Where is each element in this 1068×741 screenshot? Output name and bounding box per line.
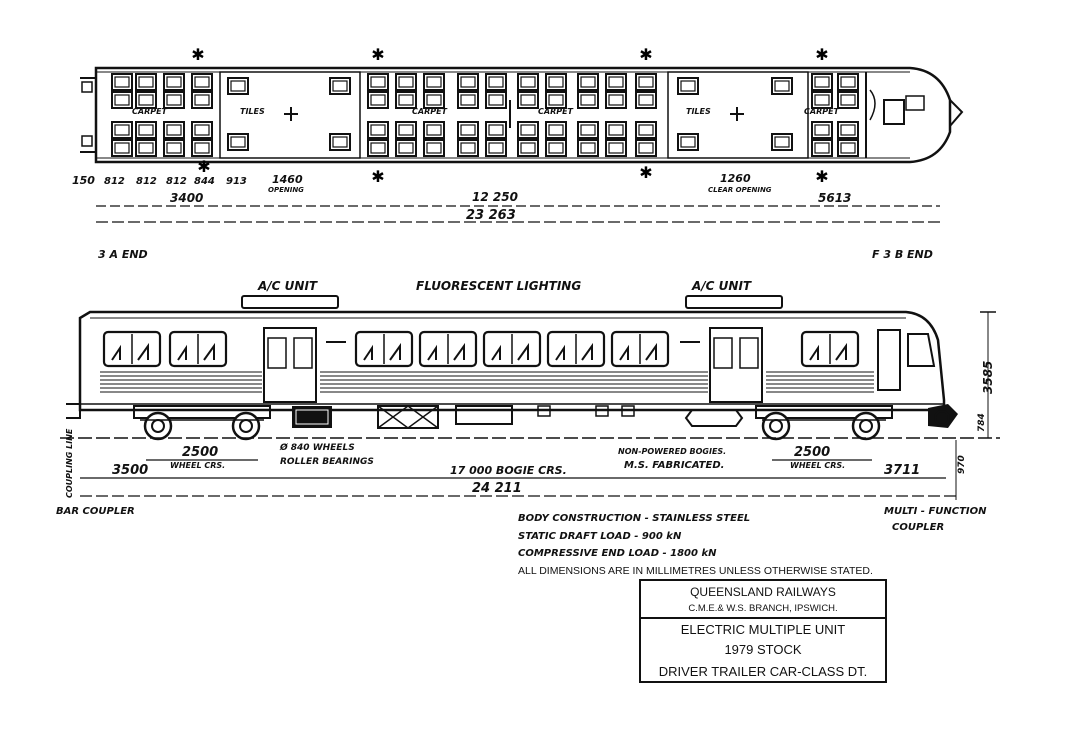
seats-top-row <box>111 73 859 109</box>
ms-fabricated-label: M.S. FABRICATED. <box>624 460 724 471</box>
bar-coupler-label: BAR COUPLER <box>56 506 135 517</box>
ac-unit-left <box>241 295 339 309</box>
note-static-draft: STATIC DRAFT LOAD - 900 kN <box>518 531 682 542</box>
dim-844: 844 <box>194 176 215 187</box>
height-784: 784 <box>977 413 987 432</box>
bogie-left <box>133 405 271 441</box>
dim-812c: 812 <box>166 176 187 187</box>
cab-windscreen <box>907 333 936 367</box>
dim-12250: 12 250 <box>472 190 518 204</box>
bar-coupler-drawing <box>66 403 81 419</box>
seats-bottom-row <box>111 121 859 157</box>
svg-text:✱: ✱ <box>191 45 204 64</box>
height-3585: 3585 <box>981 361 995 394</box>
svg-text:✱: ✱ <box>371 167 384 186</box>
dim-5613: 5613 <box>818 191 851 205</box>
dim-812a: 812 <box>104 176 125 187</box>
label-carpet-3: CARPET <box>538 107 574 116</box>
door-right <box>709 327 763 403</box>
dim-1460: 1460 <box>272 173 303 186</box>
note-body-construction: BODY CONSTRUCTION - STAINLESS STEEL <box>518 513 750 524</box>
svg-text:✱: ✱ <box>371 45 384 64</box>
side-elevation: A/C UNIT FLUORESCENT LIGHTING A/C UNIT <box>60 279 1000 441</box>
dim-3400: 3400 <box>170 191 203 205</box>
label-carpet-4: CARPET <box>804 107 840 116</box>
door-left <box>263 327 317 403</box>
title-line-2: 1979 STOCK <box>724 642 801 657</box>
end-label-3a: 3 A END <box>98 248 148 261</box>
wheels-840-label: Ø 840 WHEELS <box>279 442 355 453</box>
svg-text:✱: ✱ <box>639 45 652 64</box>
ac-unit-left-label: A/C UNIT <box>257 279 318 293</box>
multi-function-label: MULTI - FUNCTION <box>884 506 987 517</box>
height-970: 970 <box>957 455 967 474</box>
dim-24211: 24 211 <box>472 481 522 496</box>
wheel-base-right: 2500 <box>794 445 830 460</box>
label-tiles-1: TILES <box>240 107 265 116</box>
construction-notes: BODY CONSTRUCTION - STAINLESS STEEL STAT… <box>518 513 873 577</box>
title-line-1: ELECTRIC MULTIPLE UNIT <box>681 622 846 637</box>
non-powered-bogies-label: NON-POWERED BOGIES. <box>618 447 726 456</box>
underframe-tank <box>684 409 744 427</box>
bogie-right <box>755 405 893 441</box>
label-carpet-2: CARPET <box>412 107 448 116</box>
svg-text:✱: ✱ <box>815 167 828 186</box>
svg-text:✱: ✱ <box>639 163 652 182</box>
title-branch: C.M.E.& W.S. BRANCH, IPSWICH. <box>688 603 837 614</box>
svg-text:✱: ✱ <box>815 45 828 64</box>
dim-1260: 1260 <box>720 172 751 185</box>
dim-812b: 812 <box>136 176 157 187</box>
title-line-3: DRIVER TRAILER CAR-CLASS DT. <box>659 664 868 679</box>
roller-bearings-label: ROLLER BEARINGS <box>280 457 374 467</box>
dim-150: 150 <box>72 174 95 187</box>
dim-3500: 3500 <box>112 463 148 478</box>
dim-opening-1: OPENING <box>268 186 304 194</box>
label-carpet-1: CARPET <box>132 107 168 116</box>
plan-view: ✱ ✱ ✱ ✱ ✱ ✱ ✱ ✱ CARPET TILES CARPET CARP… <box>80 45 964 186</box>
note-compressive-load: COMPRESSIVE END LOAD - 1800 kN <box>518 548 717 559</box>
svg-text:✱: ✱ <box>197 157 210 176</box>
coupling-line-label: COUPLING LINE <box>65 428 74 498</box>
dim-3711: 3711 <box>884 463 920 478</box>
wheel-crs-right: WHEEL CRS. <box>790 461 845 470</box>
title-block: QUEENSLAND RAILWAYS C.M.E.& W.S. BRANCH,… <box>639 579 887 683</box>
dim-913: 913 <box>226 176 247 187</box>
dim-clear-opening: CLEAR OPENING <box>708 186 772 194</box>
cab-door <box>877 329 901 391</box>
underframe-box-3 <box>455 405 513 425</box>
fluorescent-lighting-label: FLUORESCENT LIGHTING <box>416 279 581 293</box>
wheel-crs-left: WHEEL CRS. <box>170 461 225 470</box>
ac-unit-right-label: A/C UNIT <box>691 279 752 293</box>
coupler-label: COUPLER <box>892 522 944 533</box>
bogie-centres-label: 17 000 BOGIE CRS. <box>450 464 567 477</box>
elevation-dimensions: 3585 784 970 COUPLING LINE 2500 WHEEL CR… <box>56 311 996 533</box>
ac-unit-right <box>685 295 783 309</box>
wheel-base-left: 2500 <box>182 445 218 460</box>
label-tiles-2: TILES <box>686 107 711 116</box>
note-dimensions: ALL DIMENSIONS ARE IN MILLIMETRES UNLESS… <box>518 565 873 577</box>
title-org: QUEENSLAND RAILWAYS <box>690 585 836 599</box>
underframe-box-1 <box>292 406 332 428</box>
dim-23263: 23 263 <box>466 208 516 223</box>
plan-dimensions: 150 812 812 812 844 913 1460 OPENING 340… <box>72 172 940 261</box>
end-label-f3b: F 3 B END <box>872 248 933 261</box>
